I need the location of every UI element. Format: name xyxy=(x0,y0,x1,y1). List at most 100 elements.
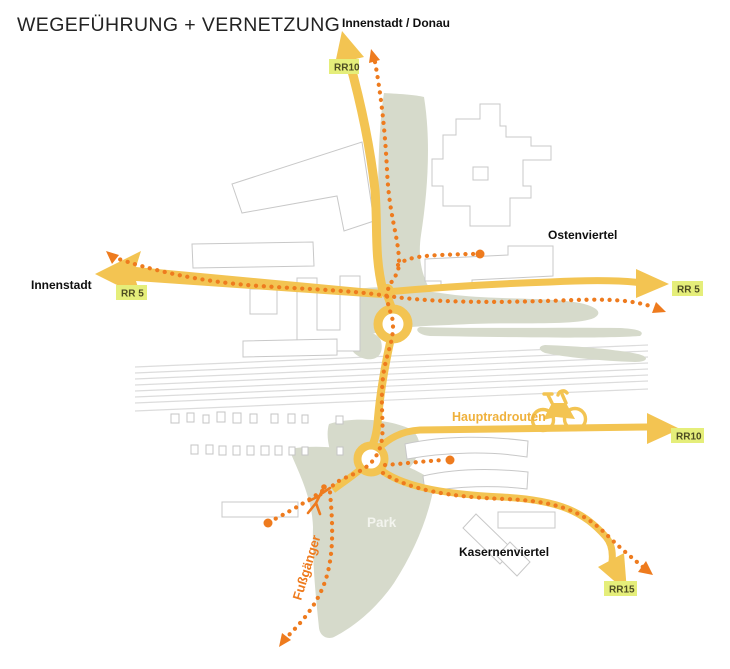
column-square xyxy=(232,445,241,456)
building-diagonal xyxy=(496,541,531,577)
park-area xyxy=(289,446,434,638)
column-square xyxy=(288,446,296,456)
arrow-bike-east-rr10 xyxy=(647,413,680,444)
badge-text: RR15 xyxy=(609,585,635,596)
route-endpoint-dot xyxy=(445,455,455,465)
badge-text: RR 5 xyxy=(677,285,700,296)
badge-background xyxy=(671,428,704,443)
column-square xyxy=(260,445,270,456)
pedestrian-head xyxy=(321,484,327,490)
building xyxy=(249,288,278,315)
route-arrowhead-southeast xyxy=(638,561,653,575)
page-title: WEGEFÜHRUNG + VERNETZUNG xyxy=(17,14,340,36)
railway-tracks xyxy=(134,344,649,412)
route-arrowhead-north xyxy=(369,49,380,63)
buildings xyxy=(191,103,556,577)
track-line xyxy=(134,356,649,380)
roundabout-south xyxy=(353,441,389,477)
column-square xyxy=(274,445,283,456)
badge-text: RR10 xyxy=(676,432,702,443)
bike-seat xyxy=(542,392,554,405)
label-park: Park xyxy=(367,515,397,530)
badge-background xyxy=(329,59,359,74)
building xyxy=(191,241,315,269)
label-ostenviertel: Ostenviertel xyxy=(548,228,617,242)
arrow-north-innenstadt-donau xyxy=(335,31,364,64)
column-square xyxy=(301,414,309,424)
column-square xyxy=(202,414,210,424)
track-line xyxy=(134,380,649,404)
bike-wheel xyxy=(562,406,588,432)
building xyxy=(472,166,489,181)
column-square xyxy=(246,445,255,456)
column-square xyxy=(270,413,279,424)
route-arrowhead-park-south xyxy=(279,633,291,647)
column-square xyxy=(190,444,199,455)
green-north-band xyxy=(378,93,431,300)
column-square xyxy=(170,413,180,424)
building xyxy=(497,511,556,529)
building-wavy-south xyxy=(422,468,529,493)
label-kasernenviertel: Kasernenviertel xyxy=(459,545,549,559)
column-square xyxy=(336,446,344,456)
building xyxy=(221,501,299,518)
route-arrowhead-east xyxy=(652,302,666,313)
badge-text: RR10 xyxy=(334,63,360,74)
label-innenstadt: Innenstadt xyxy=(31,278,92,292)
badge-rr5-west: RR 5 xyxy=(116,285,147,300)
arrow-west-innenstadt xyxy=(95,251,382,298)
badge-rr10-east: RR10 xyxy=(671,428,704,443)
column-square xyxy=(232,412,242,424)
route-endpoint-dot xyxy=(475,249,485,259)
bike-wheel xyxy=(530,407,556,433)
arrow-east-rr5 xyxy=(636,269,669,298)
badge-background xyxy=(116,285,147,300)
roundabouts xyxy=(353,304,413,477)
label-innenstadt-donau: Innenstadt / Donau xyxy=(342,16,450,30)
bicycle-icon xyxy=(530,389,588,433)
column-square xyxy=(218,445,227,456)
column-square xyxy=(186,412,195,423)
badge-rr5-east: RR 5 xyxy=(672,281,703,296)
column-square xyxy=(301,446,309,456)
badge-rr15: RR15 xyxy=(604,581,637,596)
route-southeast xyxy=(380,470,647,571)
route-ostenviertel-branch xyxy=(395,251,477,268)
track-line xyxy=(134,374,649,398)
road-north xyxy=(344,58,388,293)
dotted-routes xyxy=(106,49,666,647)
bike-frame xyxy=(543,403,575,420)
column-square xyxy=(249,413,258,424)
labels: WEGEFÜHRUNG + VERNETZUNG Innenstadt / Do… xyxy=(17,14,704,602)
building xyxy=(242,338,338,358)
road-east xyxy=(385,277,643,296)
platform-columns xyxy=(170,411,344,456)
track-line xyxy=(134,362,649,386)
road-between-roundabouts xyxy=(368,337,395,448)
building xyxy=(424,245,554,289)
building-wavy-north xyxy=(404,436,529,460)
track-line xyxy=(134,368,649,392)
column-square xyxy=(287,413,296,424)
route-arrowhead-west xyxy=(106,251,119,264)
green-finger-upper xyxy=(417,327,642,338)
column-square xyxy=(216,411,226,423)
column-square xyxy=(205,444,214,455)
bike-handlebar xyxy=(556,389,569,405)
pedestrian-icon xyxy=(306,484,332,516)
green-finger-lower xyxy=(539,345,646,362)
route-pedestrian-link xyxy=(266,486,328,525)
label-hauptradrouten: Hauptradrouten xyxy=(452,410,546,424)
building-ostenviertel xyxy=(431,103,552,227)
route-east-west xyxy=(110,254,653,309)
badge-rr10-top: RR10 xyxy=(329,59,360,74)
building xyxy=(231,141,375,232)
badge-background xyxy=(604,581,637,596)
route-kasernen-branch xyxy=(382,457,446,468)
roundabout-north xyxy=(373,304,413,344)
badge-text: RR 5 xyxy=(121,289,144,300)
route-endpoint-dot xyxy=(263,518,273,528)
badge-background xyxy=(672,281,703,296)
